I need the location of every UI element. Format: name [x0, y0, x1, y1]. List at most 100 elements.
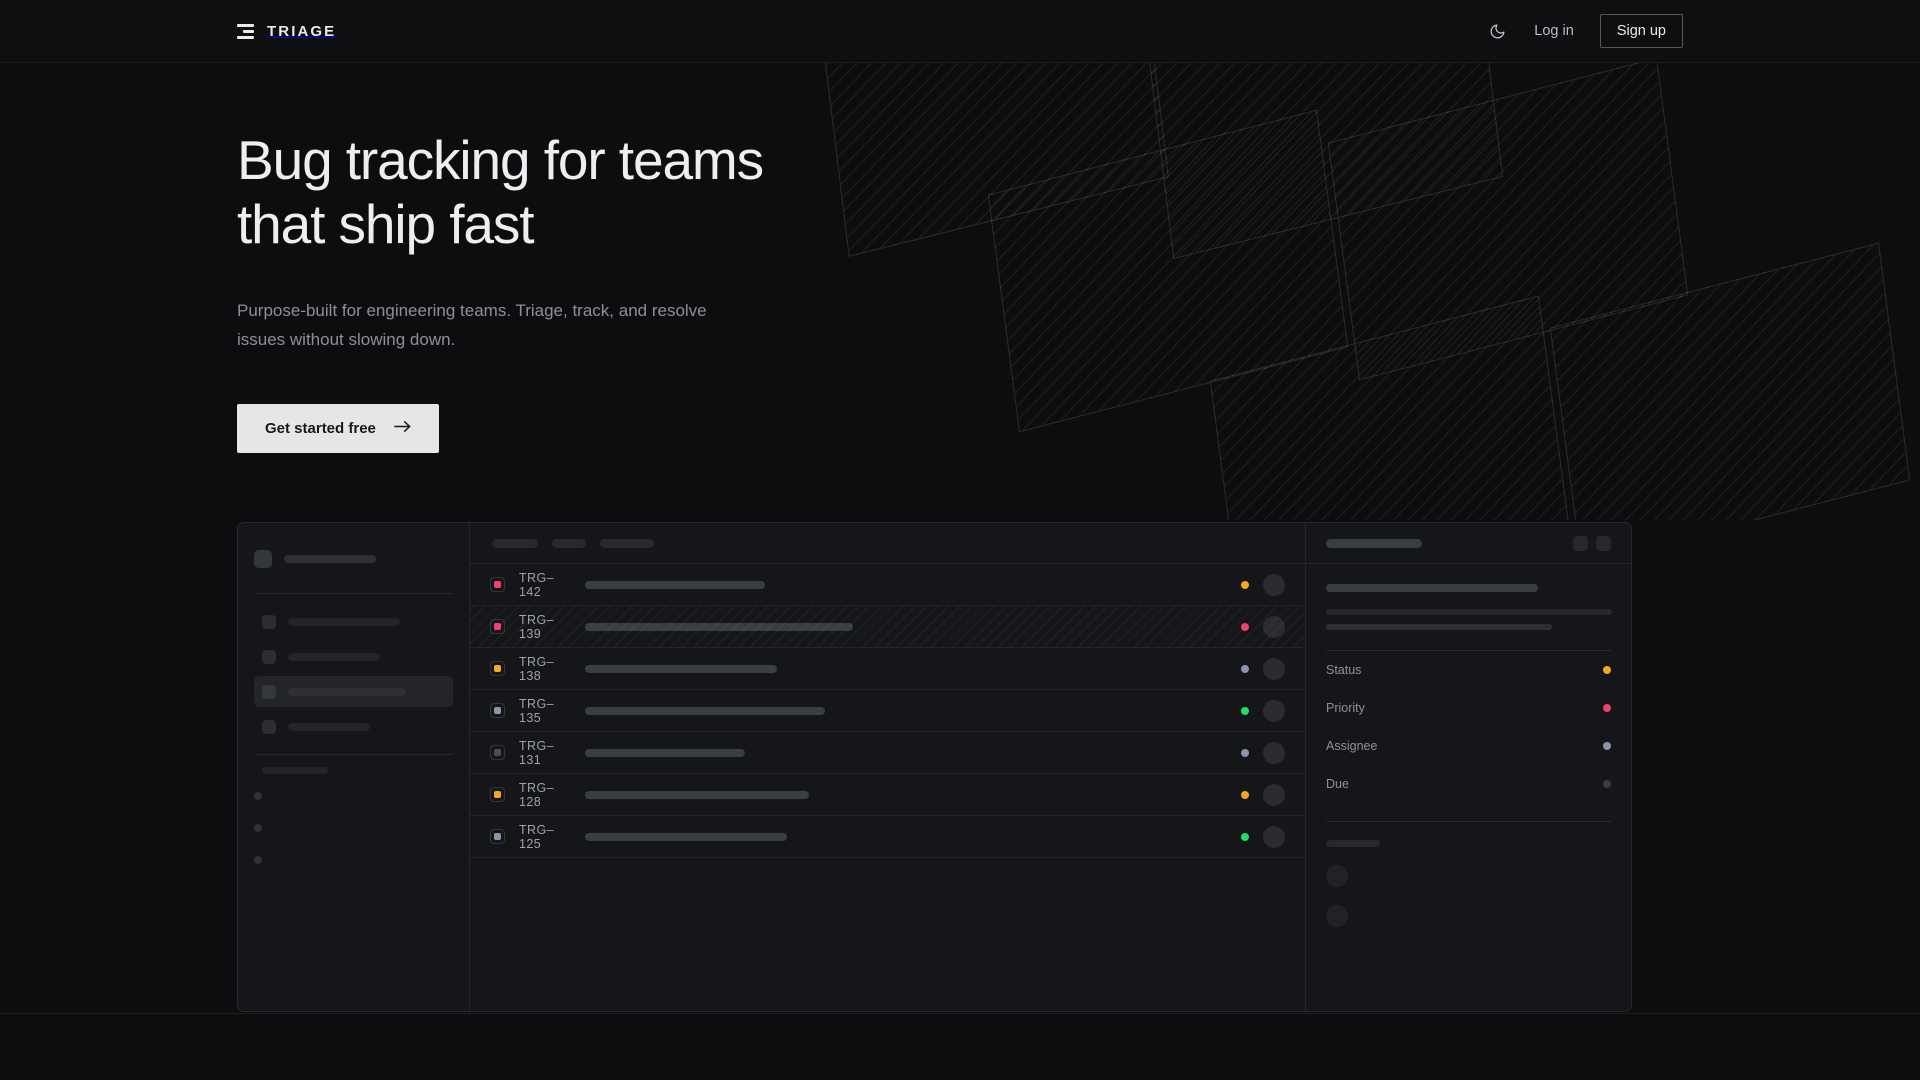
detail-meta-value-dot: [1603, 780, 1611, 788]
avatar: [1326, 905, 1348, 927]
row-meta: [1241, 657, 1285, 680]
issue-key: TRG–128: [519, 780, 554, 809]
priority-indicator-icon: [490, 577, 505, 592]
brand-name: TRIAGE: [267, 22, 337, 40]
table-row[interactable]: TRG–128: [470, 774, 1305, 816]
status-badge: [1241, 790, 1249, 799]
status-badge: [1241, 832, 1249, 841]
row-meta: [1241, 573, 1285, 596]
headline-line-1: Bug tracking for teams: [237, 129, 764, 191]
row-meta: [1241, 825, 1285, 848]
mockup-sidebar-item-2[interactable]: [254, 641, 453, 672]
mockup-toolbar-control[interactable]: [492, 538, 538, 548]
priority-indicator-icon: [490, 661, 505, 676]
brand-logo[interactable]: TRIAGE: [237, 23, 336, 40]
mockup-nav-label-skeleton: [288, 652, 380, 661]
detail-meta-value-dot: [1603, 666, 1611, 674]
detail-meta-row-priority[interactable]: Priority: [1326, 689, 1611, 727]
mockup-sidebar-item-1[interactable]: [254, 606, 453, 637]
avatar: [1263, 615, 1285, 638]
mockup-detail-action-button[interactable]: [1596, 535, 1611, 551]
mockup-sidebar-mini-dot[interactable]: [254, 856, 262, 864]
mockup-sidebar-mini-dot[interactable]: [254, 824, 262, 832]
mockup-workspace-avatar: [254, 550, 272, 568]
mockup-toolbar-control[interactable]: [552, 538, 586, 548]
avatar: [1263, 699, 1285, 722]
mockup-nav-icon: [262, 719, 276, 734]
issue-title-skeleton: [585, 790, 809, 799]
detail-meta-label: Assignee: [1326, 739, 1378, 753]
table-row[interactable]: TRG–138: [470, 648, 1305, 690]
detail-divider: [1326, 821, 1611, 822]
mockup-activity-avatars: [1326, 865, 1611, 927]
nav-actions: Log in Sign up: [1486, 14, 1683, 48]
status-badge: [1241, 706, 1249, 715]
mockup-nav-icon: [262, 649, 276, 664]
arrow-right-icon: [394, 420, 411, 437]
issue-title-skeleton: [585, 832, 787, 841]
mockup-sidebar: [238, 523, 470, 1011]
mockup-nav-icon: [262, 684, 276, 699]
issue-title-skeleton: [585, 664, 777, 673]
mockup-activity-label-skeleton: [1326, 840, 1380, 847]
mockup-sidebar-mini-dot[interactable]: [254, 792, 262, 800]
mockup-detail-header-actions: [1573, 535, 1611, 551]
mockup-detail-heading-skeleton: [1326, 584, 1538, 592]
stacked-bars-logo-icon: [237, 23, 254, 39]
table-row[interactable]: TRG–135: [470, 690, 1305, 732]
avatar: [1263, 741, 1285, 764]
mockup-detail-line-skeleton: [1326, 624, 1552, 630]
mockup-detail-header: [1306, 523, 1631, 564]
issue-title-skeleton: [585, 580, 765, 589]
priority-indicator-icon: [490, 703, 505, 718]
priority-indicator-icon: [490, 787, 505, 802]
headline-line-2: that ship fast: [237, 193, 535, 256]
avatar: [1263, 825, 1285, 848]
row-meta: [1241, 741, 1285, 764]
mockup-sidebar-nav: [254, 606, 453, 742]
status-badge: [1241, 622, 1249, 631]
signup-button[interactable]: Sign up: [1599, 14, 1683, 48]
mockup-detail-action-button[interactable]: [1573, 535, 1588, 551]
priority-indicator-icon: [490, 619, 505, 634]
moon-icon[interactable]: [1486, 20, 1508, 42]
issue-key: TRG–135: [519, 696, 554, 725]
detail-meta-label: Status: [1326, 663, 1362, 677]
page-bottom-divider: [0, 1013, 1920, 1014]
mockup-sidebar-brand: [254, 537, 453, 581]
mockup-section-label-skeleton: [262, 767, 328, 774]
table-row[interactable]: TRG–142: [470, 564, 1305, 606]
table-row[interactable]: TRG–131: [470, 732, 1305, 774]
login-link[interactable]: Log in: [1534, 23, 1574, 39]
avatar: [1263, 657, 1285, 680]
sidebar-divider: [254, 593, 453, 594]
mockup-sidebar-item-4[interactable]: [254, 711, 453, 742]
detail-meta-row-status[interactable]: Status: [1326, 651, 1611, 689]
table-row[interactable]: TRG–139: [470, 606, 1305, 648]
avatar: [1326, 865, 1348, 887]
mockup-nav-label-skeleton: [288, 687, 406, 696]
issue-key: TRG–142: [519, 570, 554, 599]
table-row[interactable]: TRG–125: [470, 816, 1305, 858]
issue-key: TRG–131: [519, 738, 554, 767]
mockup-list-toolbar: [470, 523, 1305, 564]
mockup-detail-line-skeleton: [1326, 609, 1612, 615]
avatar: [1263, 573, 1285, 596]
get-started-button[interactable]: Get started free: [237, 404, 439, 454]
mockup-detail-body: [1306, 564, 1631, 650]
detail-meta-row-assignee[interactable]: Assignee: [1326, 727, 1611, 765]
detail-meta-row-due[interactable]: Due: [1326, 765, 1611, 803]
mockup-toolbar-control[interactable]: [600, 538, 654, 548]
mockup-nav-icon: [262, 614, 276, 629]
mockup-sidebar-item-3[interactable]: [254, 676, 453, 707]
status-badge: [1241, 580, 1249, 589]
issue-key: TRG–138: [519, 654, 554, 683]
mockup-detail-activity: [1306, 826, 1631, 927]
